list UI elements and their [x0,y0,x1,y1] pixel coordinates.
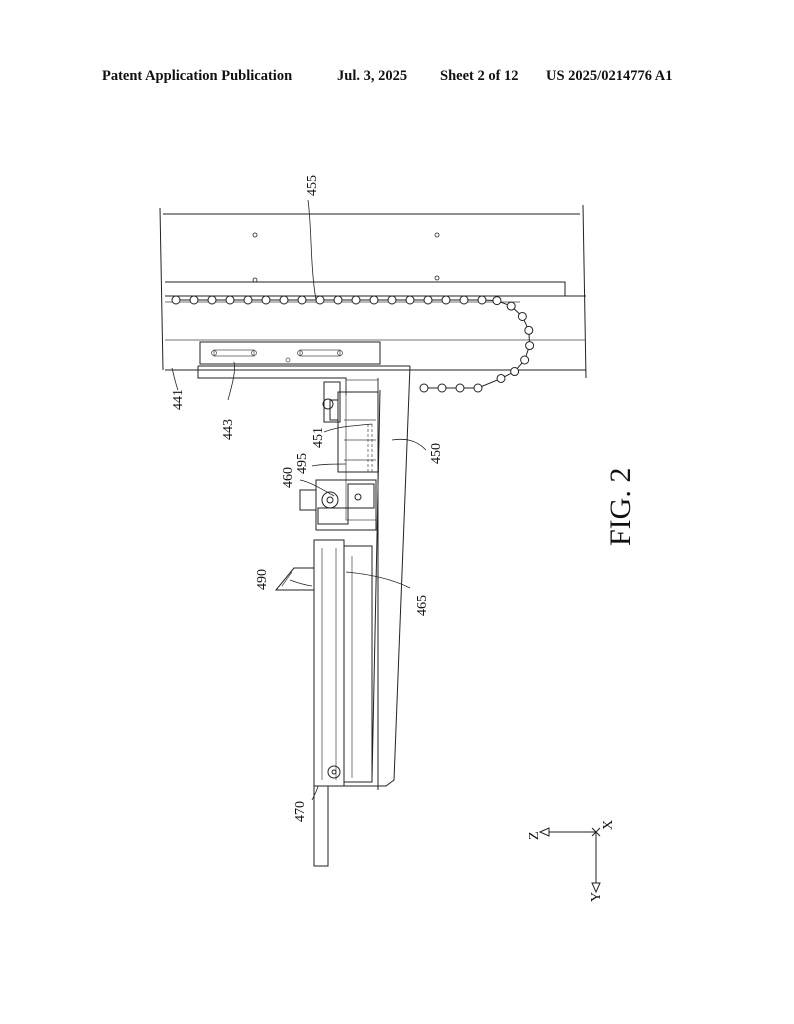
sliding-arm-470 [313,539,378,867]
chain-link [473,383,483,393]
reference-numerals: 455 441 443 451 495 460 450 490 465 470 [171,175,444,822]
sheet-number: Sheet 2 of 12 [440,68,519,84]
chain-path [176,299,531,389]
motor-block-451 [322,381,379,473]
chain-link [297,295,307,305]
chain-link [243,295,253,305]
chain-link [459,295,469,305]
label-495: 495 [295,453,310,474]
chain-link [315,295,325,305]
chain-link [279,295,289,305]
label-441: 441 [171,389,186,410]
label-460: 460 [281,467,296,488]
label-490: 490 [255,569,270,590]
label-465: 465 [415,595,430,616]
roller-block-460 [299,479,377,531]
chain-link [171,295,181,305]
rail-housing-441 [159,204,587,379]
chain-link [455,383,465,393]
label-470: 470 [293,801,308,822]
leader-lines [171,199,427,801]
chain-link [369,295,379,305]
chain-link [441,295,451,305]
page-header: Patent Application Publication Jul. 3, 2… [0,68,794,88]
chain-link [437,383,447,393]
chain-link [419,383,429,393]
chain-link [261,295,271,305]
chain-link [510,367,520,377]
mounting-holes [252,232,440,283]
axis-x-label: X [601,820,616,830]
label-451: 451 [311,427,326,448]
chain-link [423,295,433,305]
cable-chain-455 [171,295,535,393]
axis-z-label: Z [527,831,542,840]
chain-link [477,295,487,305]
bracket-490 [274,567,314,591]
publication-type: Patent Application Publication [102,68,293,84]
chain-link [496,373,506,383]
chain-link [207,295,217,305]
chain-link [225,295,235,305]
chain-link [333,295,343,305]
label-450: 450 [429,443,444,464]
slider-bracket-443 [198,341,410,367]
chain-link [492,296,502,306]
chain-link [189,295,199,305]
chain-link [525,341,535,351]
chain-link [517,311,527,321]
chain-link [405,295,415,305]
label-455: 455 [305,175,320,196]
publication-date: Jul. 3, 2025 [337,68,408,84]
axis-indicator: Z X Y [527,820,616,902]
figure-caption: FIG. 2 [604,468,637,546]
chain-link [520,355,530,365]
chain-link [524,325,534,335]
publication-number: US 2025/0214776 A1 [546,68,673,84]
label-443: 443 [221,419,236,440]
chain-link [351,295,361,305]
chain-link [387,295,397,305]
chain-link [506,301,516,311]
axis-y-label: Y [589,892,604,902]
